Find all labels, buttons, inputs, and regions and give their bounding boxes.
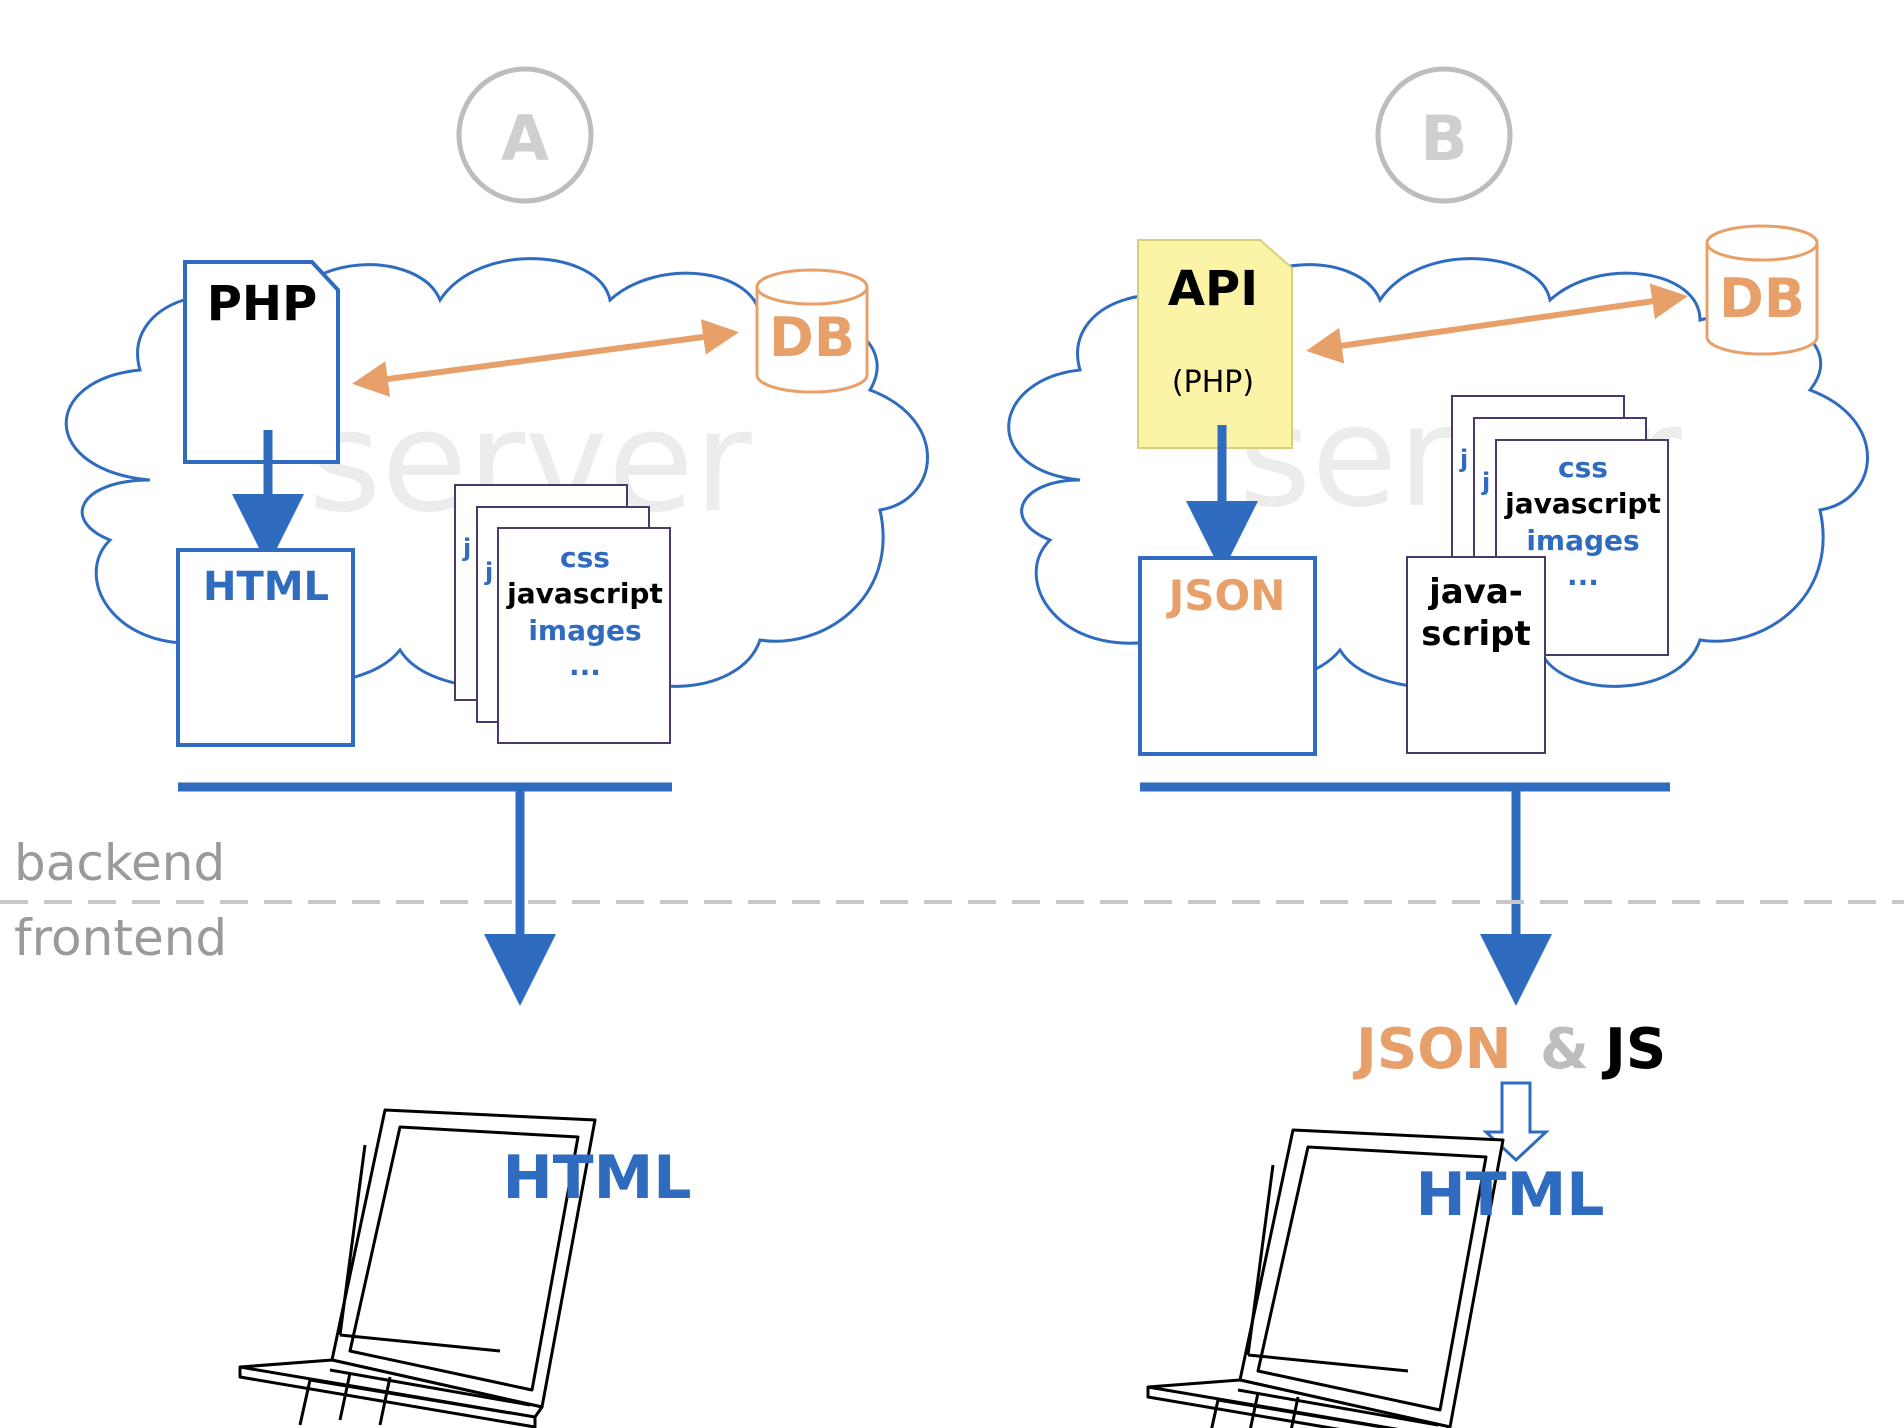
api-db-arrow xyxy=(1306,283,1688,364)
delivery-js: JS xyxy=(1601,1017,1666,1082)
backend-label: backend xyxy=(14,834,225,892)
php-db-arrow xyxy=(352,319,739,397)
laptop-a xyxy=(238,1108,597,1428)
zone-divider: backend frontend xyxy=(0,834,1904,967)
asset-peek-b2: j xyxy=(1481,468,1490,496)
db-label-a: DB xyxy=(769,306,855,369)
client-html-label-b: HTML xyxy=(1415,1160,1604,1230)
delivery-label-b: JSON & JS xyxy=(1352,1017,1666,1082)
json-doc-label-b: JSON xyxy=(1166,571,1286,620)
json-document-b: JSON xyxy=(1138,556,1317,756)
delivery-amp: & xyxy=(1540,1017,1589,1082)
asset-more-a: ... xyxy=(569,649,601,682)
asset-images-a: images xyxy=(528,614,641,647)
asset-css-b: css xyxy=(1558,451,1608,484)
api-document: API (PHP) xyxy=(1137,239,1293,449)
js-doc-line1: java- xyxy=(1427,572,1523,612)
asset-peek-a1: j xyxy=(462,534,471,562)
php-label: PHP xyxy=(207,276,318,332)
html-document-a: HTML xyxy=(176,548,355,747)
panel-b: B server API (PHP) DB JSON xyxy=(1007,66,1869,1428)
asset-pages-a: j j css javascript images ... xyxy=(454,484,671,744)
asset-peek-a2: j xyxy=(484,558,493,586)
delivery-json: JSON xyxy=(1352,1017,1512,1082)
asset-peek-b1: j xyxy=(1459,445,1468,473)
api-label: API xyxy=(1168,261,1258,317)
badge-b: B xyxy=(1375,66,1513,204)
asset-more-b: ... xyxy=(1567,559,1599,592)
api-sublabel: (PHP) xyxy=(1172,365,1254,400)
db-label-b: DB xyxy=(1719,267,1805,330)
asset-javascript-a: javascript xyxy=(506,577,663,610)
frontend-label: frontend xyxy=(14,909,227,967)
db-cylinder-b: DB xyxy=(1705,224,1819,356)
asset-images-b: images xyxy=(1526,524,1639,557)
laptop-b xyxy=(1146,1128,1505,1428)
asset-css-a: css xyxy=(560,541,610,574)
panel-a: A server PHP DB HTML j xyxy=(64,66,929,1428)
client-html-label-a: HTML xyxy=(502,1143,691,1213)
php-document: PHP xyxy=(183,260,340,464)
javascript-document-b: java- script xyxy=(1406,556,1546,754)
js-doc-line2: script xyxy=(1421,614,1530,654)
html-doc-label-a: HTML xyxy=(203,564,329,610)
db-cylinder-a: DB xyxy=(755,268,869,394)
badge-a: A xyxy=(456,66,594,204)
badge-a-label: A xyxy=(501,102,549,175)
badge-b-label: B xyxy=(1420,102,1467,175)
asset-javascript-b: javascript xyxy=(1504,487,1661,520)
